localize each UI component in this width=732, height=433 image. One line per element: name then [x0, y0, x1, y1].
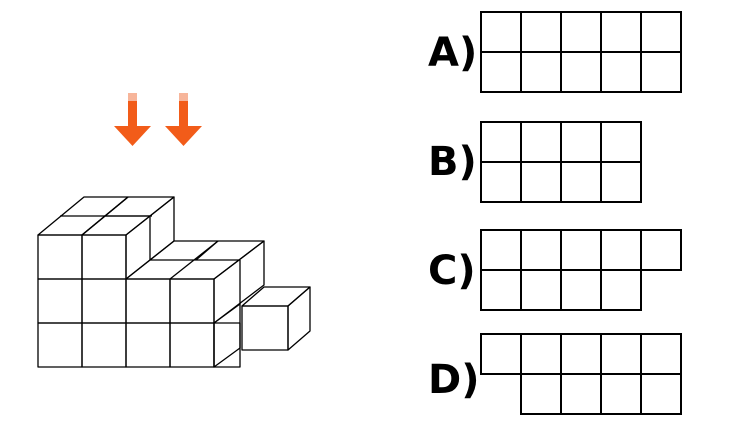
option-d-label: D) — [428, 357, 479, 403]
option-d[interactable]: D) — [428, 333, 682, 415]
grid-cell — [520, 269, 562, 311]
grid-cell — [480, 333, 522, 375]
top-faces-middle — [125, 240, 265, 280]
grid-cell — [520, 11, 562, 53]
top-faces-tall — [37, 196, 175, 236]
option-grid — [480, 333, 682, 415]
grid-cell — [520, 121, 562, 163]
grid-cell — [520, 333, 562, 375]
view-arrow-right — [165, 93, 202, 146]
option-b[interactable]: B) — [428, 121, 642, 203]
grid-cell — [480, 11, 522, 53]
option-a-label: A) — [428, 30, 477, 76]
grid-cell — [600, 161, 642, 203]
answer-options: A) B) C) D) — [428, 11, 682, 415]
option-grid — [480, 121, 642, 203]
grid-cell — [600, 373, 642, 415]
grid-cell — [480, 121, 522, 163]
grid-cell — [560, 269, 602, 311]
side-front-low — [213, 303, 241, 368]
side-tall — [125, 196, 175, 280]
grid-cell — [520, 373, 562, 415]
grid-cell — [560, 229, 602, 271]
grid-cell — [560, 373, 602, 415]
grid-cell — [600, 269, 642, 311]
grid-cell — [600, 11, 642, 53]
view-arrows — [114, 93, 202, 146]
view-arrow-left — [114, 93, 151, 146]
grid-cell — [600, 333, 642, 375]
grid-cell — [640, 373, 682, 415]
grid-cell — [480, 269, 522, 311]
grid-cell — [640, 333, 682, 375]
option-grid — [480, 229, 682, 311]
grid-cell — [560, 51, 602, 93]
option-c-label: C) — [428, 248, 476, 294]
grid-cell — [520, 51, 562, 93]
option-a[interactable]: A) — [428, 11, 682, 93]
option-c[interactable]: C) — [428, 229, 682, 311]
grid-cell — [600, 229, 642, 271]
grid-cell — [520, 161, 562, 203]
grid-cell — [640, 229, 682, 271]
grid-cell — [480, 161, 522, 203]
grid-cell — [600, 121, 642, 163]
front-face — [37, 234, 241, 368]
small-cube — [241, 286, 311, 351]
option-b-label: B) — [428, 139, 477, 185]
grid-cell — [480, 51, 522, 93]
grid-cell — [600, 51, 642, 93]
side-middle — [213, 240, 265, 324]
grid-cell — [480, 229, 522, 271]
cube-structure — [37, 196, 311, 368]
grid-cell — [640, 51, 682, 93]
grid-cell — [560, 121, 602, 163]
grid-cell — [560, 161, 602, 203]
option-grid — [480, 11, 682, 93]
grid-cell — [520, 229, 562, 271]
grid-cell — [560, 11, 602, 53]
grid-cell — [640, 11, 682, 53]
grid-cell — [560, 333, 602, 375]
